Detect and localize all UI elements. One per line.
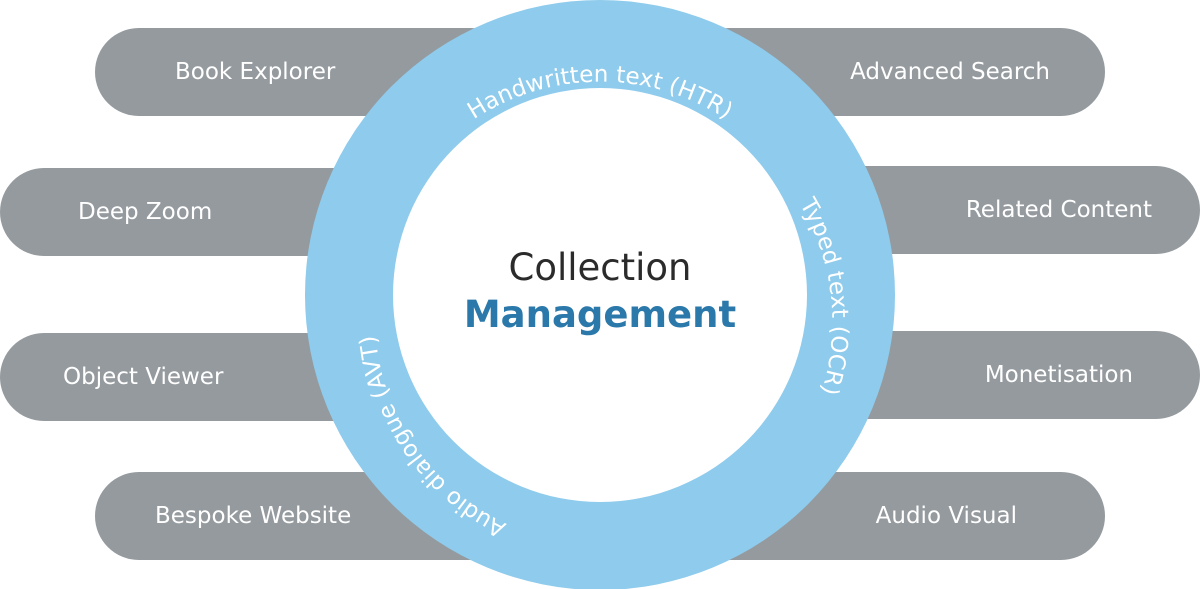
pill-label: Advanced Search bbox=[850, 59, 1050, 85]
pill-label: Bespoke Website bbox=[155, 503, 352, 529]
center-title-line1: Collection bbox=[508, 246, 691, 289]
pill-label: Monetisation bbox=[984, 362, 1133, 388]
inner-circle bbox=[393, 88, 807, 502]
pill-label: Book Explorer bbox=[175, 59, 336, 85]
pill-label: Related Content bbox=[965, 197, 1152, 223]
pill-label: Object Viewer bbox=[63, 364, 224, 390]
pill-label: Audio Visual bbox=[875, 503, 1017, 529]
center-title-line2: Management bbox=[464, 293, 736, 336]
pill-label: Deep Zoom bbox=[78, 199, 213, 225]
